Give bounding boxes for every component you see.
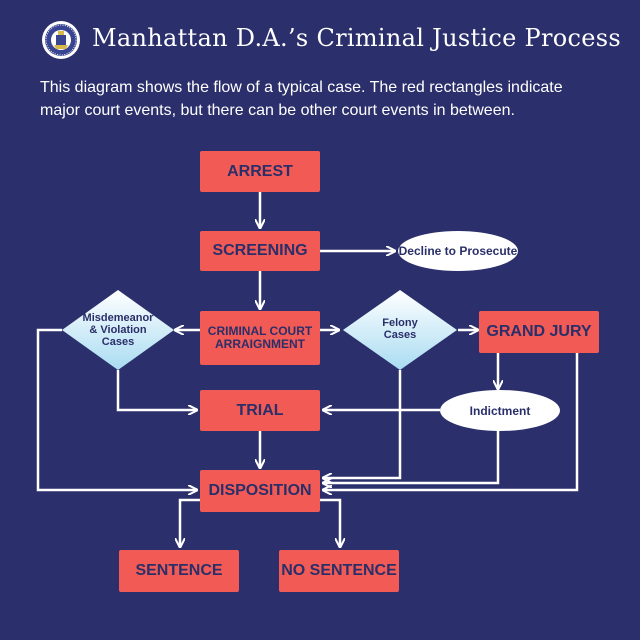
trial-box: TRIAL xyxy=(200,390,320,431)
district-attorney-seal-icon xyxy=(42,21,80,59)
connector-misdemeanor-disposition xyxy=(36,328,197,490)
connector-disposition-nosentence xyxy=(320,498,340,547)
connector-indictment-disposition xyxy=(323,431,500,483)
decline-to-prosecute-oval: Decline to Prosecute xyxy=(398,231,518,271)
sentence-box: SENTENCE xyxy=(119,550,239,592)
indictment-oval: Indictment xyxy=(440,390,560,431)
felony-diamond-shape xyxy=(343,290,457,370)
grand-jury-box: GRAND JURY xyxy=(479,311,599,353)
misdemeanor-violation-label: Misdemeanor & Violation Cases xyxy=(82,312,154,348)
misdemeanor-diamond-shape xyxy=(62,290,174,370)
disposition-box: DISPOSITION xyxy=(200,470,320,512)
page-title: Manhattan D.A.’s Criminal Justice Proces… xyxy=(92,24,621,52)
page-description: This diagram shows the flow of a typical… xyxy=(40,79,563,119)
screening-box: SCREENING xyxy=(200,231,320,271)
connector-disposition-sentence xyxy=(180,498,200,547)
no-sentence-box: NO SENTENCE xyxy=(279,550,399,592)
connector-grandjury-disposition xyxy=(323,353,579,490)
connector-misdemeanor-trial xyxy=(116,370,197,410)
felony-cases-label: Felony Cases xyxy=(382,317,418,341)
arrest-box: ARREST xyxy=(200,151,320,192)
connector-felony-disposition xyxy=(323,370,402,478)
criminal-court-arraignment-box: CRIMINAL COURT ARRAIGNMENT xyxy=(200,311,320,365)
